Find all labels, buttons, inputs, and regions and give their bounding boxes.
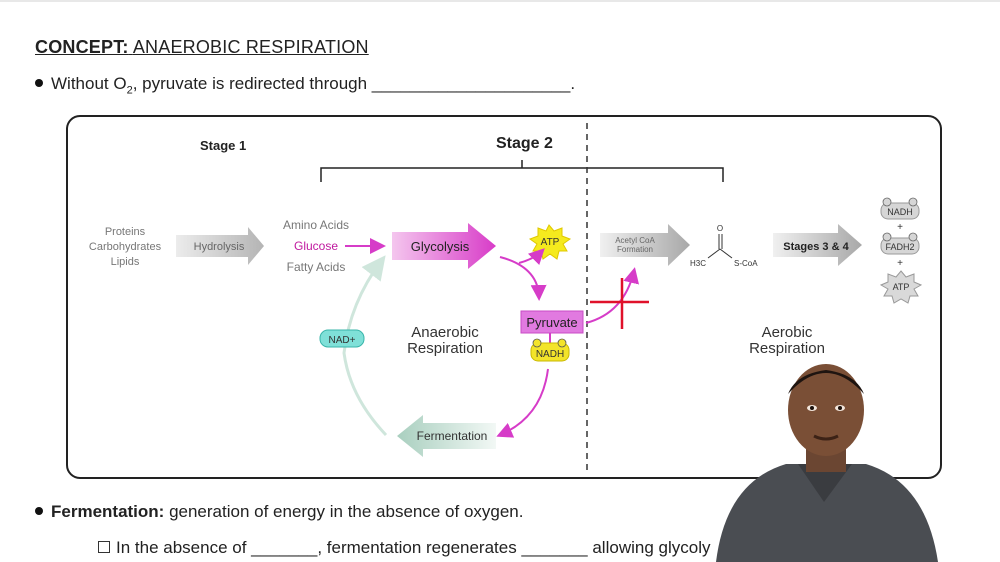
product-nadh-badge (880, 202, 920, 220)
acetyl-coa-molecule-icon: O H3C S-CoA (690, 224, 758, 268)
red-cross-icon (590, 278, 649, 329)
sub-bullet-text: In the absence of _______, fermentation … (116, 538, 711, 557)
fermentation-term: Fermentation: (51, 502, 165, 521)
presenter-person-icon (716, 364, 938, 562)
monomer-fatty-acids: Fatty Acids (287, 260, 346, 274)
nad-plus-label: NAD+ (329, 335, 356, 346)
product-fadh2-label: FADH2 (885, 242, 914, 252)
fermentation-label: Fermentation (417, 429, 488, 443)
stages34-label: Stages 3 & 4 (783, 241, 849, 253)
monomer-glucose: Glucose (294, 239, 338, 253)
product-plus-2: + (897, 258, 903, 269)
product-plus-1: + (897, 222, 903, 233)
input-carbohydrates: Carbohydrates (89, 241, 162, 253)
input-lipids: Lipids (111, 256, 140, 268)
acetyl-coa-label-1: Acetyl CoA (615, 236, 655, 245)
sub-bullet: In the absence of _______, fermentation … (98, 538, 710, 558)
nadh-label: NADH (536, 349, 564, 360)
top-border (0, 0, 1000, 2)
product-nadh-label: NADH (887, 207, 913, 217)
atp-branch-arrow (518, 248, 545, 266)
stage2-label: Stage 2 (496, 135, 553, 152)
page-title: CONCEPT: ANAEROBIC RESPIRATION (35, 37, 369, 58)
pyruvate-to-acetyl-arrow (585, 267, 639, 324)
stages34-arrow (773, 224, 862, 266)
respiration-diagram: Stage 1 Stage 2 Proteins Carbohydrates L… (66, 115, 942, 479)
pyruvate-box (520, 310, 584, 334)
monomer-amino-acids: Amino Acids (283, 218, 349, 232)
hydrolysis-arrow (176, 227, 264, 265)
stage2-bracket (320, 160, 724, 182)
svg-text:S-CoA: S-CoA (734, 259, 758, 268)
fermentation-definition: generation of energy in the absence of o… (164, 502, 524, 521)
anaerobic-label-1: Anaerobic (411, 324, 479, 341)
svg-text:O: O (717, 224, 723, 233)
nad-return-arrow (342, 255, 388, 437)
glycolysis-to-pyruvate-arrow (499, 256, 547, 301)
presenter-video (706, 352, 942, 562)
atp-label: ATP (541, 237, 560, 248)
product-atp-label: ATP (893, 282, 910, 292)
pyruvate-label: Pyruvate (526, 315, 577, 330)
svg-text:H3C: H3C (690, 259, 706, 268)
bullet-dot (35, 78, 43, 87)
stage1-label: Stage 1 (200, 138, 246, 153)
concept-label: CONCEPT: (35, 37, 129, 57)
concept-title: ANAEROBIC RESPIRATION (132, 37, 369, 57)
bullet-pyruvate: Without O2, pyruvate is redirected throu… (35, 74, 575, 96)
glycolysis-label: Glycolysis (411, 239, 470, 254)
pyruvate-to-fermentation-arrow (496, 368, 549, 438)
anaerobic-label-2: Respiration (407, 340, 483, 357)
acetyl-coa-arrow (600, 224, 690, 266)
hydrolysis-label: Hydrolysis (194, 241, 245, 253)
aerobic-label-2: Respiration (749, 340, 825, 357)
fermentation-arrow (397, 415, 496, 457)
input-proteins: Proteins (105, 226, 146, 238)
bullet-fermentation: Fermentation: generation of energy in th… (35, 502, 524, 522)
acetyl-coa-label-2: Formation (617, 245, 653, 254)
aerobic-label-1: Aerobic (762, 324, 813, 341)
nadh-badge (530, 342, 570, 362)
bullet-dot (35, 506, 43, 515)
glycolysis-arrow (392, 223, 496, 269)
nad-plus-badge (319, 329, 365, 348)
product-atp-star-icon (879, 270, 923, 304)
product-fadh2-badge (880, 237, 920, 255)
checkbox-square-icon (98, 540, 110, 553)
